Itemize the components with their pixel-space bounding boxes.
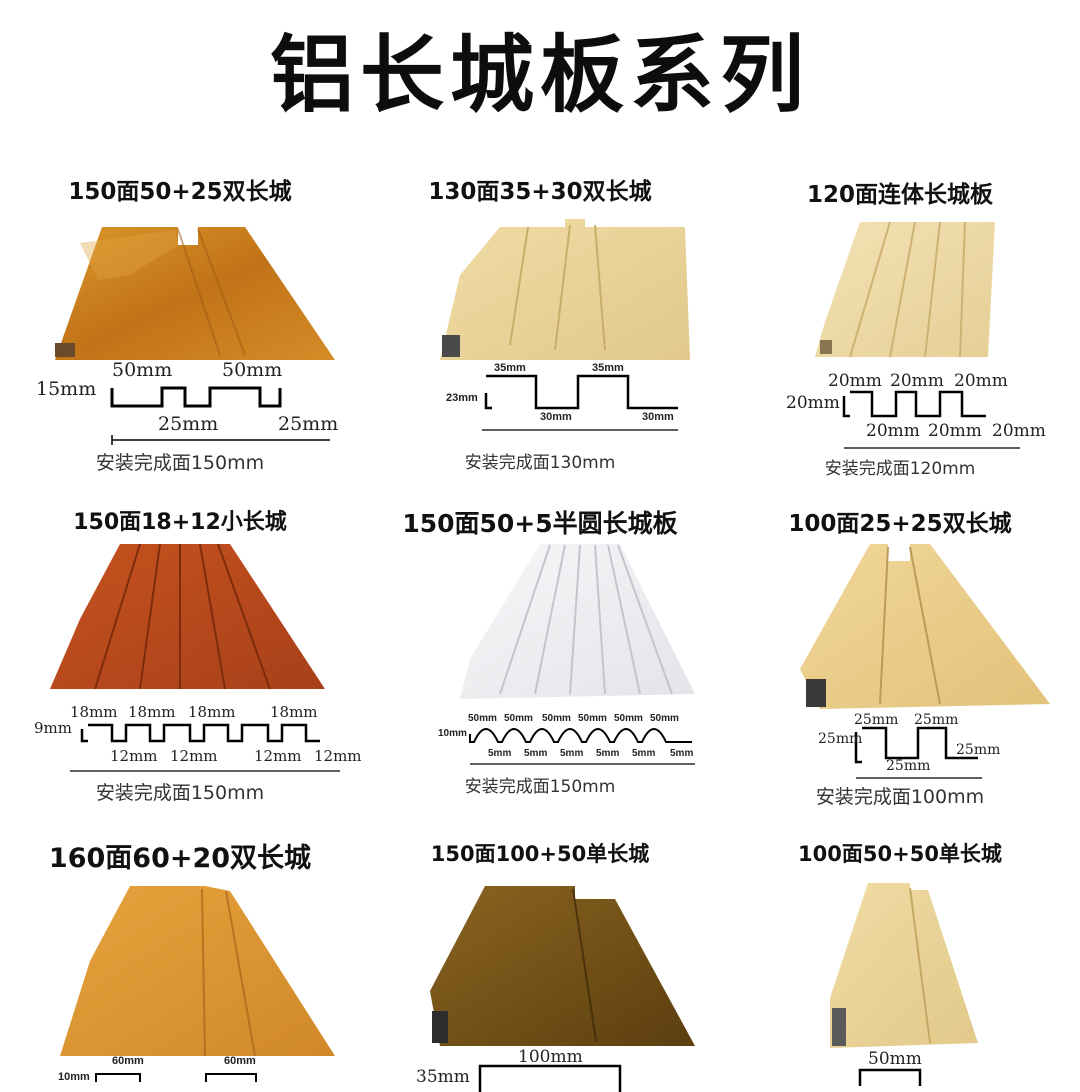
panel-image: [55, 227, 335, 360]
dim-bottom-a: 12mm: [110, 747, 158, 765]
install-face: 安装完成面130mm: [464, 453, 616, 473]
product-card: 100面50+50单长城 50mm: [720, 826, 1080, 1086]
panel-image: [440, 219, 690, 360]
product-title: 150面50+25双长城: [68, 179, 292, 205]
dim-bottom-2: 5mm: [524, 748, 547, 759]
dim-bottom-b: 25mm: [278, 413, 338, 435]
dim-top-a: 60mm: [112, 1055, 144, 1067]
product-card: 100面25+25双长城 25mm 25mm 25mm 25mm 25mm 安装…: [720, 494, 1080, 826]
dim-bottom-c: 12mm: [254, 747, 302, 765]
product-title: 130面35+30双长城: [428, 179, 652, 205]
product-title: 100面25+25双长城: [788, 511, 1012, 537]
profile-drawing: 50mm: [858, 1049, 922, 1086]
dim-bottom-a: 25mm: [158, 413, 218, 435]
dim-top-a: 50mm: [112, 359, 172, 381]
dim-top-a: 20mm: [828, 371, 882, 391]
dim-top-a: 35mm: [494, 362, 526, 374]
dim-top-4: 50mm: [578, 713, 607, 724]
product-card: 130面35+30双长城 35mm 35mm 23mm 30mm 30mm 安装…: [360, 160, 720, 492]
panel-image: [60, 886, 335, 1056]
dim-top-a: 100mm: [518, 1047, 583, 1067]
dim-side: 15mm: [36, 378, 96, 400]
install-face: 安装完成面150mm: [464, 777, 616, 797]
profile-drawing: 18mm 18mm 18mm 18mm 9mm 12mm 12mm 12mm 1…: [34, 703, 362, 772]
install-face: 安装完成面100mm: [815, 786, 985, 808]
product-card: 150面18+12小长城 18mm 18mm 18mm 18mm 9mm 12m…: [0, 494, 362, 826]
dim-bottom-5: 5mm: [632, 748, 655, 759]
dim-top-6: 50mm: [650, 713, 679, 724]
product-title: 150面100+50单长城: [430, 842, 650, 866]
install-face: 安装完成面150mm: [95, 782, 265, 804]
dim-side: 25mm: [818, 731, 862, 747]
dim-top-c: 18mm: [188, 703, 236, 721]
dim-top-2: 50mm: [504, 713, 533, 724]
product-title: 100面50+50单长城: [798, 842, 1002, 866]
dim-bottom-b: 30mm: [642, 411, 674, 423]
panel-image: [430, 886, 695, 1046]
install-face: 安装完成面150mm: [95, 452, 265, 474]
product-card: 150面50+25双长城 50mm 50mm 15mm 25mm 25mm 安装…: [0, 160, 360, 492]
product-title: 150面50+5半圆长城板: [402, 509, 678, 538]
dim-bottom-a: 30mm: [540, 411, 572, 423]
product-card: 160面60+20双长城 10mm 60mm 60mm: [0, 826, 360, 1083]
dim-top-3: 50mm: [542, 713, 571, 724]
dim-top-b: 20mm: [890, 371, 944, 391]
dim-top-1: 50mm: [468, 713, 497, 724]
dim-side: 9mm: [34, 719, 72, 737]
dim-bottom-c: 20mm: [992, 421, 1046, 441]
dim-top-b: 50mm: [222, 359, 282, 381]
page-title: 铝长城板系列: [269, 26, 810, 124]
panel-image: [830, 883, 978, 1048]
dim-bottom-4: 5mm: [596, 748, 619, 759]
dim-side: 10mm: [438, 728, 467, 739]
product-card: 120面连体长城板 20mm 20mm 20mm 20mm 20mm 20mm …: [720, 160, 1080, 492]
dim-top-b: 60mm: [224, 1055, 256, 1067]
dim-top-b: 18mm: [128, 703, 176, 721]
profile-drawing: 50mm 50mm 50mm 50mm 50mm 50mm 10mm 5mm 5…: [438, 713, 695, 765]
dim-top-c: 20mm: [954, 371, 1008, 391]
profile-drawing: 100mm 35mm: [416, 1047, 622, 1092]
dim-side: 23mm: [446, 392, 478, 404]
profile-drawing: 35mm 35mm 23mm 30mm 30mm: [446, 362, 678, 431]
dim-side: 20mm: [786, 393, 840, 413]
panel-image: [50, 543, 325, 690]
product-card: 150面100+50单长城 100mm 35mm: [360, 826, 720, 1092]
dim-top-5: 50mm: [614, 713, 643, 724]
product-title: 160面60+20双长城: [48, 843, 312, 874]
dim-bottom-1: 5mm: [488, 748, 511, 759]
dim-bottom-6: 5mm: [670, 748, 693, 759]
dim-bottom-a: 25mm: [886, 758, 930, 774]
profile-drawing: 25mm 25mm 25mm 25mm 25mm: [818, 712, 1000, 779]
profile-drawing: 20mm 20mm 20mm 20mm 20mm 20mm 20mm: [786, 371, 1046, 449]
dim-bottom-b: 25mm: [956, 742, 1000, 758]
dim-bottom-b: 12mm: [170, 747, 218, 765]
dim-bottom-b: 20mm: [928, 421, 982, 441]
product-card: 150面50+5半圆长城板 50mm 50mm 50mm 50mm 50mm 5…: [360, 494, 720, 826]
dim-bottom-a: 20mm: [866, 421, 920, 441]
panel-image: [460, 544, 695, 699]
dim-bottom-d: 12mm: [314, 747, 362, 765]
profile-drawing: 50mm 50mm 15mm 25mm 25mm: [36, 359, 338, 445]
dim-top-a: 18mm: [70, 703, 118, 721]
dim-top-b: 25mm: [914, 712, 958, 728]
dim-side: 35mm: [416, 1067, 470, 1087]
product-title: 150面18+12小长城: [73, 510, 287, 535]
dim-top-a: 50mm: [868, 1049, 922, 1069]
panel-image: [800, 544, 1050, 709]
dim-top-a: 25mm: [854, 712, 898, 728]
profile-drawing: 10mm 60mm 60mm: [58, 1055, 257, 1083]
dim-top-b: 35mm: [592, 362, 624, 374]
panel-image: [815, 221, 995, 358]
dim-side: 10mm: [58, 1071, 90, 1083]
product-title: 120面连体长城板: [806, 182, 993, 208]
dim-top-d: 18mm: [270, 703, 318, 721]
install-face: 安装完成面120mm: [824, 459, 976, 479]
dim-bottom-3: 5mm: [560, 748, 583, 759]
